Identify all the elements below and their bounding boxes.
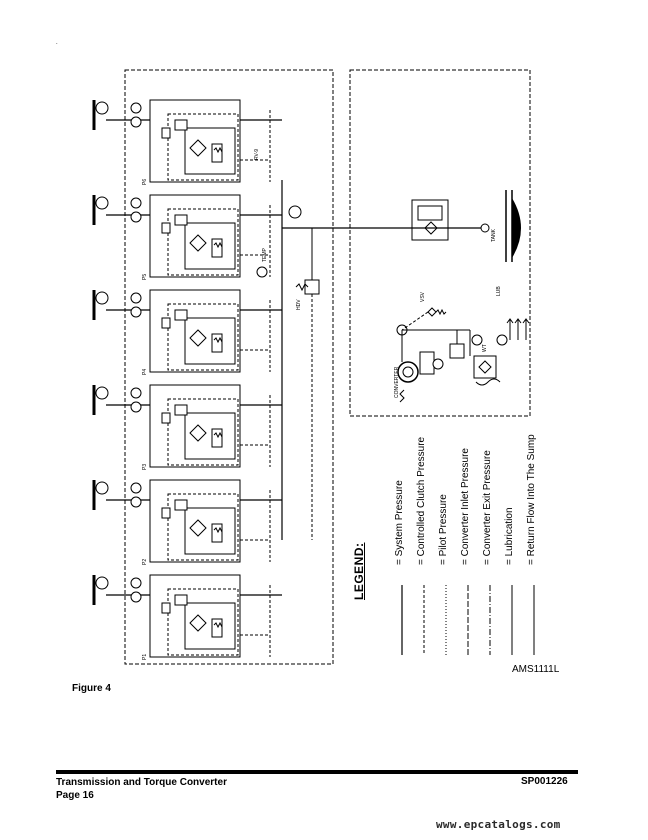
pack-label: P4	[142, 369, 148, 375]
lub-label: LUB	[496, 286, 502, 296]
temp-label: TEMP	[262, 247, 268, 262]
clutch-pack-module: P1	[92, 574, 282, 660]
legend-item: = Lubrication	[504, 507, 515, 565]
figure-caption: Figure 4	[72, 683, 111, 694]
drawing-id: AMS1111L	[512, 664, 560, 675]
legend-item: = Pilot Pressure	[438, 494, 449, 565]
footer-left: Transmission and Torque Converter Page 1…	[56, 776, 227, 802]
clutch-pack-module: P2	[92, 479, 282, 565]
legend-item: = Converter Inlet Pressure	[460, 448, 471, 565]
clutch-pack-module: P3	[92, 384, 282, 470]
stray-mark: .	[56, 40, 58, 46]
pack-label: P5	[142, 274, 148, 280]
legend-item: = Controlled Clutch Pressure	[416, 436, 427, 565]
legend-item: = Converter Exit Pressure	[482, 450, 493, 565]
hdv-label: HDV	[296, 299, 302, 310]
tank-label: TANK	[491, 228, 497, 242]
clutch-packs: P1 P2 P3 P4 P5 P6	[92, 99, 282, 660]
wt-label: WT	[482, 344, 488, 352]
hydraulic-schematic: P1 P2 P3 P4 P5 P6 TEMP HDV TANK LUB VSV CONVE…	[92, 69, 535, 665]
pack-label: P6	[142, 179, 148, 185]
clutch-pack-module: P6	[92, 99, 282, 185]
footer-code: SP001226	[521, 776, 568, 787]
vsv-label: VSV	[420, 291, 426, 302]
clutch-pack-module: P4	[92, 289, 282, 375]
legend-item: = System Pressure	[394, 480, 405, 565]
pack-label: P3	[142, 464, 148, 470]
converter-label: CONVERTER	[394, 366, 400, 398]
footer-page: Page 16	[56, 790, 94, 801]
legend-item: = Return Flow Into The Sump	[526, 434, 537, 565]
pack-label: P2	[142, 559, 148, 565]
supply-group-frame	[349, 69, 531, 417]
clutch-group-frame	[124, 69, 334, 665]
footer-title: Transmission and Torque Converter	[56, 777, 227, 788]
footer-rule	[56, 770, 578, 774]
pack-label: P1	[142, 654, 148, 660]
watermark: www.epcatalogs.com	[436, 818, 561, 831]
legend-title: LEGEND:	[352, 542, 366, 601]
clutch-pack-module: P5	[92, 194, 282, 280]
rv-label: RV-9	[254, 149, 260, 160]
